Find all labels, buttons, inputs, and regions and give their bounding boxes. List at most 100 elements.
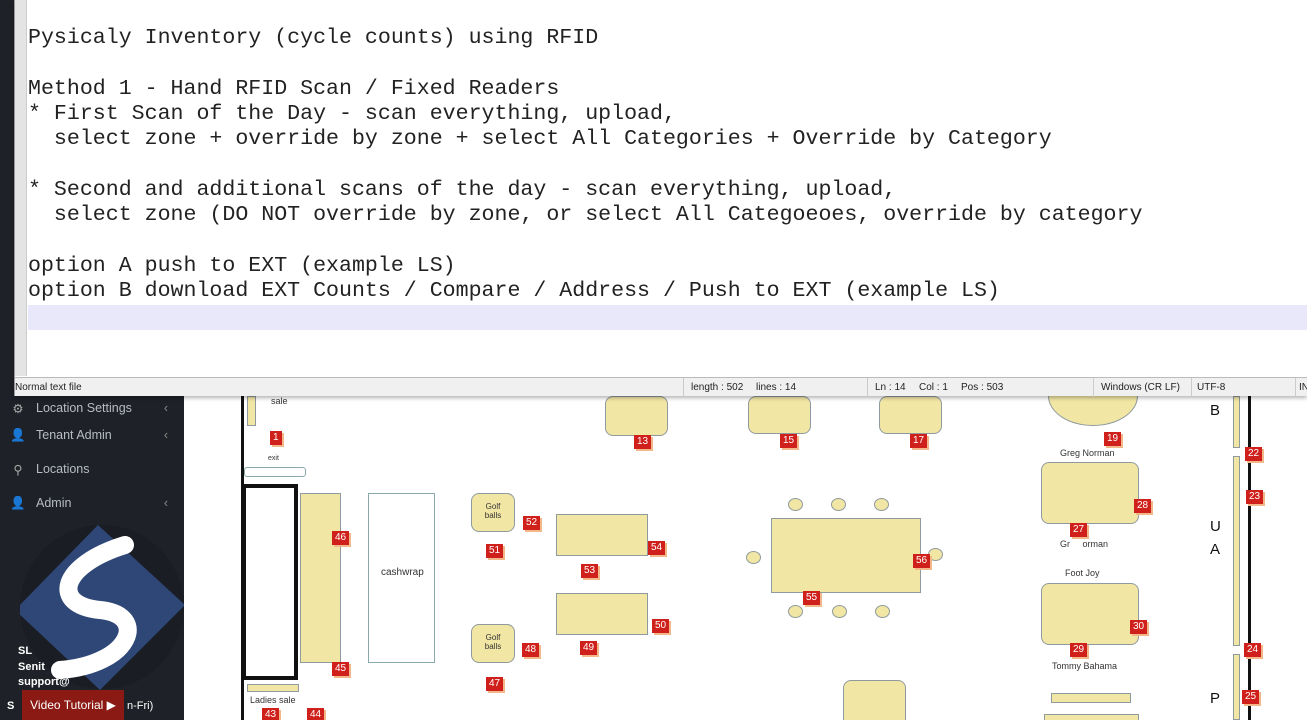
editor-gutter (15, 0, 27, 376)
map-label: B (1210, 402, 1221, 419)
zone-marker[interactable]: 43 (262, 708, 280, 720)
wall-fixture (1233, 396, 1240, 448)
sidebar-item-location-settings[interactable]: ⚙Location Settings‹ (10, 398, 180, 418)
fixture (879, 396, 942, 434)
map-label: Gr orman (1060, 539, 1109, 549)
video-tutorial-label: Video Tutorial (30, 698, 104, 712)
zone-marker[interactable]: 27 (1070, 523, 1088, 537)
map-label: A (1210, 541, 1221, 558)
zone-marker[interactable]: 51 (486, 544, 504, 558)
cursor-line: Ln : 14 (875, 382, 906, 393)
eol-format[interactable]: Windows (CR LF) (1101, 382, 1180, 393)
accessory-table (771, 518, 921, 593)
sidebar-item-locations[interactable]: ⚲ Locations (10, 459, 180, 479)
divider (1093, 378, 1094, 397)
stool (788, 498, 803, 511)
fixture (556, 593, 648, 635)
zone-marker[interactable]: 52 (523, 516, 541, 530)
user-icon: 👤 (10, 495, 26, 510)
divider (867, 378, 868, 397)
zone-marker[interactable]: 30 (1130, 620, 1148, 634)
cursor-col: Col : 1 (919, 382, 948, 393)
text-line (28, 228, 1142, 253)
status-bar: Normal text file length : 502 lines : 14… (15, 377, 1307, 397)
text-line: * First Scan of the Day - scan everythin… (28, 101, 676, 126)
zone-marker[interactable]: 53 (581, 564, 599, 578)
text-line: * Second and additional scans of the day… (28, 177, 897, 202)
text-line: select zone + override by zone + select … (28, 127, 1052, 152)
zone-marker[interactable]: 17 (910, 434, 928, 448)
zone-marker[interactable]: 13 (634, 435, 652, 449)
chevron-left-icon: ‹ (163, 401, 168, 415)
zone-marker[interactable]: 50 (652, 619, 670, 633)
stool (875, 605, 890, 618)
zone-marker[interactable]: 28 (1134, 499, 1152, 513)
chevron-left-icon: ‹ (163, 428, 168, 442)
insert-mode: IN (1299, 382, 1307, 393)
zone-marker[interactable]: 23 (1246, 490, 1264, 504)
fixture (471, 493, 515, 532)
wall-fixture (1233, 456, 1240, 646)
map-label: Golf balls (484, 633, 502, 651)
zone-marker[interactable]: 25 (1242, 690, 1260, 704)
fixture (556, 514, 648, 556)
video-tutorial-button[interactable]: Video Tutorial ▶ (22, 690, 124, 720)
text-editor-window: Pysicaly Inventory (cycle counts) using … (14, 0, 1307, 397)
stool (874, 498, 889, 511)
sidebar-item-label: Locations (36, 462, 90, 476)
map-label: Ladies sale (250, 695, 296, 705)
footer-text: Senit (18, 661, 45, 673)
cursor-pos: Pos : 503 (961, 382, 1004, 393)
zone-marker[interactable]: 29 (1070, 643, 1088, 657)
map-label: U (1210, 518, 1221, 535)
text-line: Method 1 - Hand RFID Scan / Fixed Reader… (28, 76, 560, 101)
fixture (1048, 396, 1138, 426)
zone-marker[interactable]: 44 (307, 708, 325, 720)
zone-marker[interactable]: 24 (1244, 643, 1262, 657)
zone-marker[interactable]: 1 (270, 431, 282, 445)
text-line: select zone (DO NOT override by zone, or… (28, 203, 1143, 228)
zone-marker[interactable]: 45 (332, 662, 350, 676)
zone-marker[interactable]: 47 (486, 677, 504, 691)
stool (746, 551, 761, 564)
fixture (247, 396, 256, 426)
editor-text-area[interactable]: Pysicaly Inventory (cycle counts) using … (28, 26, 1142, 304)
app-logo-icon (20, 525, 185, 690)
sidebar-item-admin[interactable]: 👤Admin‹ (10, 493, 180, 513)
wall (1248, 396, 1251, 720)
stool (831, 498, 846, 511)
zone-marker[interactable]: 49 (580, 641, 598, 655)
exit-arrow-icon (244, 467, 306, 477)
zone-marker[interactable]: 15 (780, 434, 798, 448)
map-label: Golf balls (484, 502, 502, 520)
store-floor-map: sale exit cashwrap Golf balls Golf balls… (184, 396, 1307, 720)
encoding[interactable]: UTF-8 (1197, 382, 1226, 393)
zone-marker[interactable]: 56 (913, 554, 931, 568)
map-label: cashwrap (381, 567, 424, 578)
cashwrap (368, 493, 435, 663)
zone-marker[interactable]: 22 (1245, 447, 1263, 461)
zone-marker[interactable]: 46 (332, 531, 350, 545)
map-label: Foot Joy (1065, 568, 1100, 578)
map-label: Tommy Bahama (1052, 661, 1118, 671)
zone-marker[interactable]: 48 (522, 643, 540, 657)
divider (683, 378, 684, 397)
footer-text: SL (18, 645, 33, 657)
zone-marker[interactable]: 19 (1104, 432, 1122, 446)
stool (832, 605, 847, 618)
fixture (1051, 693, 1131, 703)
fixture (471, 624, 515, 663)
sidebar-item-tenant-admin[interactable]: 👤Tenant Admin‹ (10, 425, 180, 445)
map-label: P (1210, 690, 1221, 707)
gondola (1041, 583, 1139, 645)
footer-text: S (7, 700, 15, 712)
map-label: exit (268, 455, 279, 462)
map-pin-icon: ⚲ (13, 462, 23, 477)
wall-fixture (1233, 654, 1240, 720)
zone-marker[interactable]: 54 (648, 541, 666, 555)
text-line (28, 51, 1142, 76)
current-line-highlight (28, 305, 1307, 330)
file-type: Normal text file (15, 382, 82, 393)
stool (928, 548, 943, 561)
zone-marker[interactable]: 55 (803, 591, 821, 605)
